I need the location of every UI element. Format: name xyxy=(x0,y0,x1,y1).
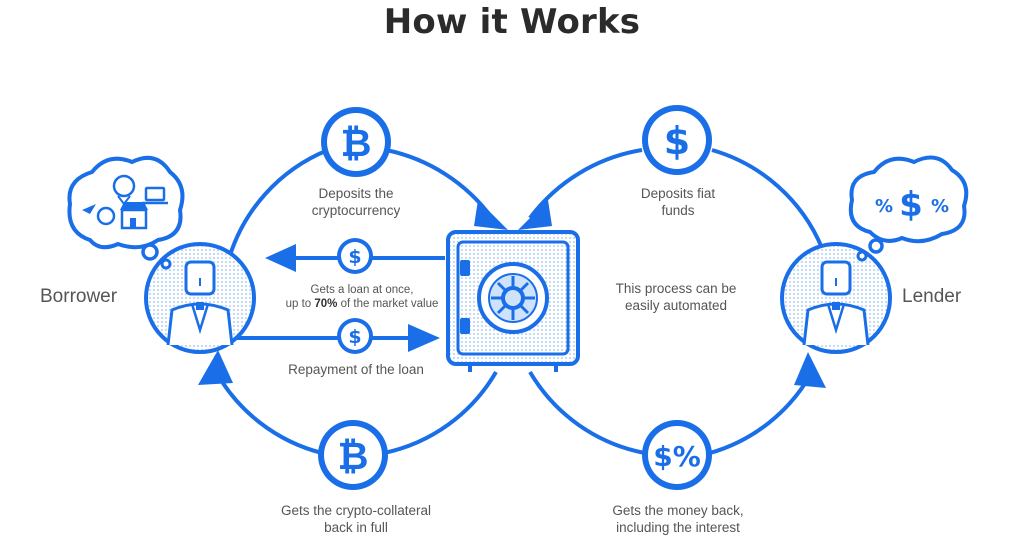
arrowhead-to-borrower xyxy=(198,350,233,385)
loop-arc-bottom-left xyxy=(213,369,323,455)
dollar-icon: $ xyxy=(348,246,361,268)
bitcoin-icon: ₿ xyxy=(338,434,369,478)
money-back-label: Gets the money back, including the inter… xyxy=(596,502,760,536)
arrowhead-loan xyxy=(265,244,296,272)
dollar-icon: $ xyxy=(664,119,690,163)
dollar-icon: $ xyxy=(348,326,361,348)
deposits-crypto-line1: Deposits the xyxy=(318,186,394,201)
bitcoin-icon: ₿ xyxy=(341,121,372,165)
loan-percent: 70% xyxy=(314,298,338,310)
collateral-back-label: Gets the crypto-collateral back in full xyxy=(266,502,446,536)
dollar-percent-icon: $% xyxy=(653,440,701,473)
deposits-crypto-line2: cryptocurrency xyxy=(311,203,401,218)
coin-bottom-right: $% xyxy=(642,420,712,490)
loop-arc-top-left-r xyxy=(528,148,643,220)
borrower-loop xyxy=(213,148,498,455)
arrowhead-to-vault-left xyxy=(474,200,508,230)
money-back-line1: Gets the money back, xyxy=(612,503,744,518)
loan-line1: Gets a loan at once, xyxy=(310,284,414,296)
arrowhead-to-vault-right xyxy=(518,200,552,230)
lender-avatar xyxy=(780,242,892,354)
loan-line2: up to 70% of the market value xyxy=(285,298,439,310)
svg-text:%: % xyxy=(931,196,949,217)
percent-dollar-thought-bubble-icon: % $ % xyxy=(848,155,969,262)
page-title: How it Works xyxy=(383,2,641,42)
arrowhead-to-lender xyxy=(794,352,826,388)
loop-arc-bottom-left-r xyxy=(528,370,646,455)
svg-text:%: % xyxy=(875,196,893,217)
coin-top-left: ₿ xyxy=(321,107,391,177)
automated-line1: This process can be xyxy=(615,281,737,296)
lender-label: Lender xyxy=(902,286,962,307)
safe-icon xyxy=(446,230,580,372)
collateral-back-line1: Gets the crypto-collateral xyxy=(280,503,432,518)
coin-bottom-left: ₿ xyxy=(318,420,388,490)
arrowhead-repay xyxy=(408,324,440,352)
coin-loan: $ xyxy=(337,238,373,274)
deposits-crypto-label: Deposits the cryptocurrency xyxy=(296,185,416,219)
loop-arc-bottom-right xyxy=(383,370,498,455)
coin-repay: $ xyxy=(337,318,373,354)
svg-text:$: $ xyxy=(899,185,923,225)
repayment-label: Repayment of the loan xyxy=(288,362,424,377)
borrower-label: Borrower xyxy=(40,286,118,307)
borrower-avatar xyxy=(144,242,256,354)
coin-top-right: $ xyxy=(642,105,712,175)
loop-arc-top-right-r xyxy=(711,148,824,249)
shopping-travel-thought-bubble-icon xyxy=(67,155,185,270)
deposits-fiat-line1: Deposits fiat xyxy=(640,186,716,201)
collateral-back-line2: back in full xyxy=(324,520,388,535)
automated-line2: easily automated xyxy=(624,298,728,313)
loan-label: Gets a loan at once, up to 70% of the ma… xyxy=(284,283,440,311)
money-back-line2: including the interest xyxy=(616,520,740,535)
automated-label: This process can be easily automated xyxy=(606,280,746,314)
deposits-fiat-label: Deposits fiat funds xyxy=(620,185,736,219)
arrowheads xyxy=(198,200,826,388)
loop-arc-top-left xyxy=(226,148,329,263)
deposits-fiat-line2: funds xyxy=(661,203,695,218)
